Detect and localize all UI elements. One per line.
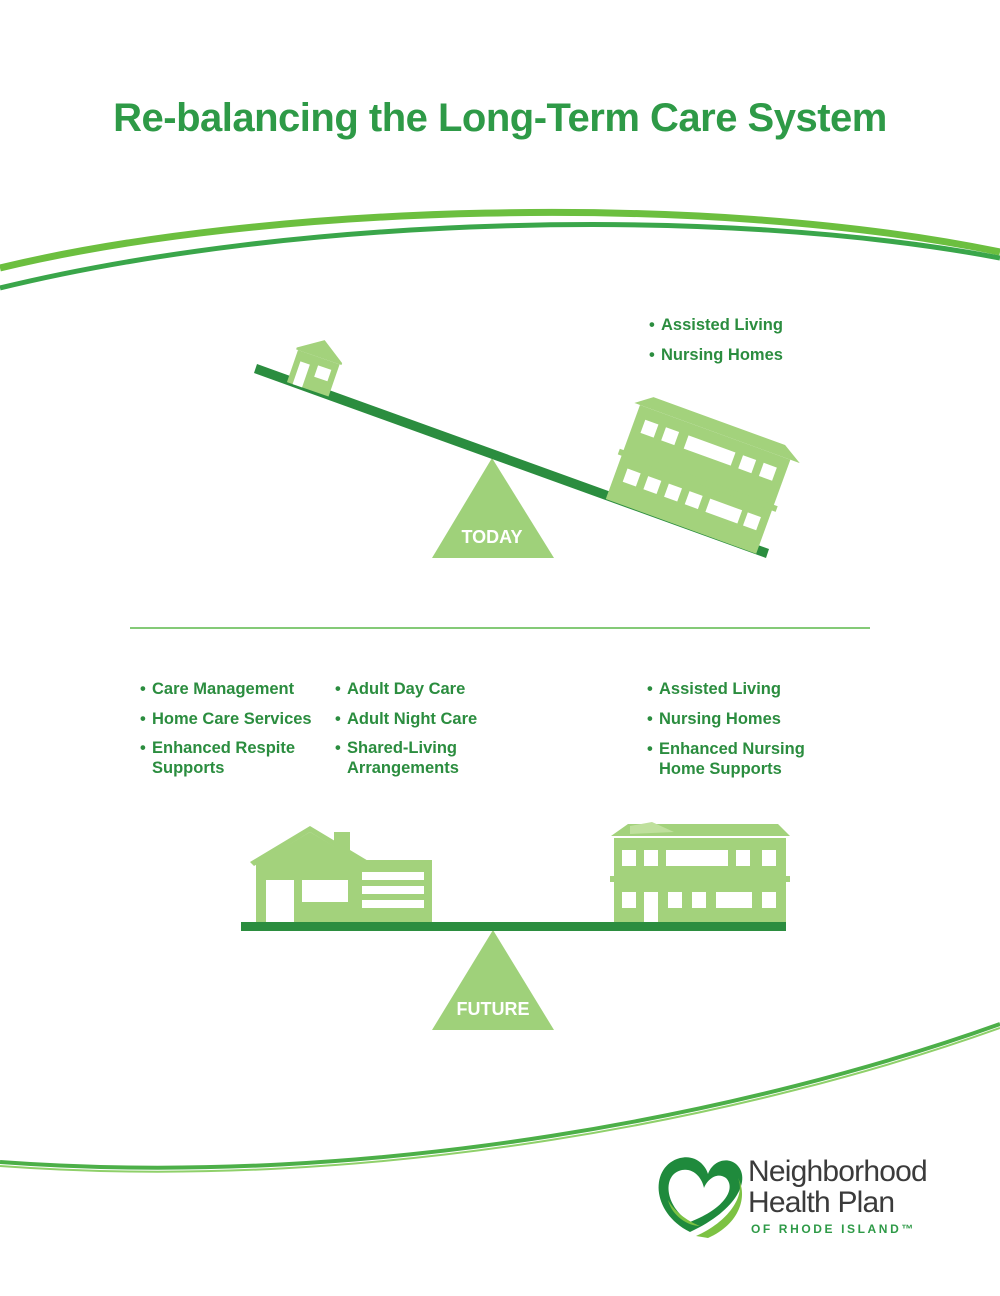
- list-item: Enhanced Respite Supports: [140, 738, 302, 778]
- future-institutional-list: Assisted Living Nursing Homes Enhanced N…: [647, 679, 837, 789]
- future-fulcrum: [432, 930, 554, 1030]
- logo-name-line1: Neighborhood: [748, 1155, 928, 1188]
- future-beam: [241, 922, 786, 931]
- top-swoosh-1: [0, 208, 1000, 272]
- logo-name-line2: Health Plan: [748, 1186, 895, 1219]
- today-house-icon: [286, 340, 343, 397]
- list-item: Adult Day Care: [335, 679, 515, 699]
- list-item: Nursing Homes: [647, 709, 837, 729]
- list-item: Home Care Services: [140, 709, 320, 729]
- future-building-icon: [610, 822, 790, 922]
- list-item: Assisted Living: [649, 315, 783, 335]
- future-community-care-list: Adult Day Care Adult Night Care Shared-L…: [335, 679, 515, 788]
- today-seesaw: TODAY: [254, 340, 800, 558]
- list-item: Nursing Homes: [649, 345, 783, 365]
- today-fulcrum: [432, 458, 554, 558]
- bottom-swoosh-thin: [0, 1027, 1000, 1173]
- today-building-icon: [605, 397, 800, 554]
- future-home-care-list: Care Management Home Care Services Enhan…: [140, 679, 320, 788]
- future-house-icon: [250, 826, 432, 922]
- page-title: Re-balancing the Long-Term Care System: [113, 96, 887, 140]
- future-label: FUTURE: [457, 999, 530, 1019]
- list-item: Assisted Living: [647, 679, 837, 699]
- today-institutional-list: Assisted Living Nursing Homes: [649, 315, 783, 375]
- logo-name-line3: OF RHODE ISLAND™: [751, 1222, 916, 1236]
- list-item: Care Management: [140, 679, 320, 699]
- list-item: Enhanced Nursing Home Supports: [647, 739, 809, 779]
- future-seesaw: FUTURE: [241, 822, 790, 1030]
- bottom-swoosh: [0, 1022, 1000, 1170]
- list-item: Adult Night Care: [335, 709, 515, 729]
- nhp-logo-icon: [658, 1157, 743, 1238]
- list-item: Shared-Living Arrangements: [335, 738, 477, 778]
- top-swoosh-2: [0, 222, 1000, 291]
- today-label: TODAY: [461, 527, 522, 547]
